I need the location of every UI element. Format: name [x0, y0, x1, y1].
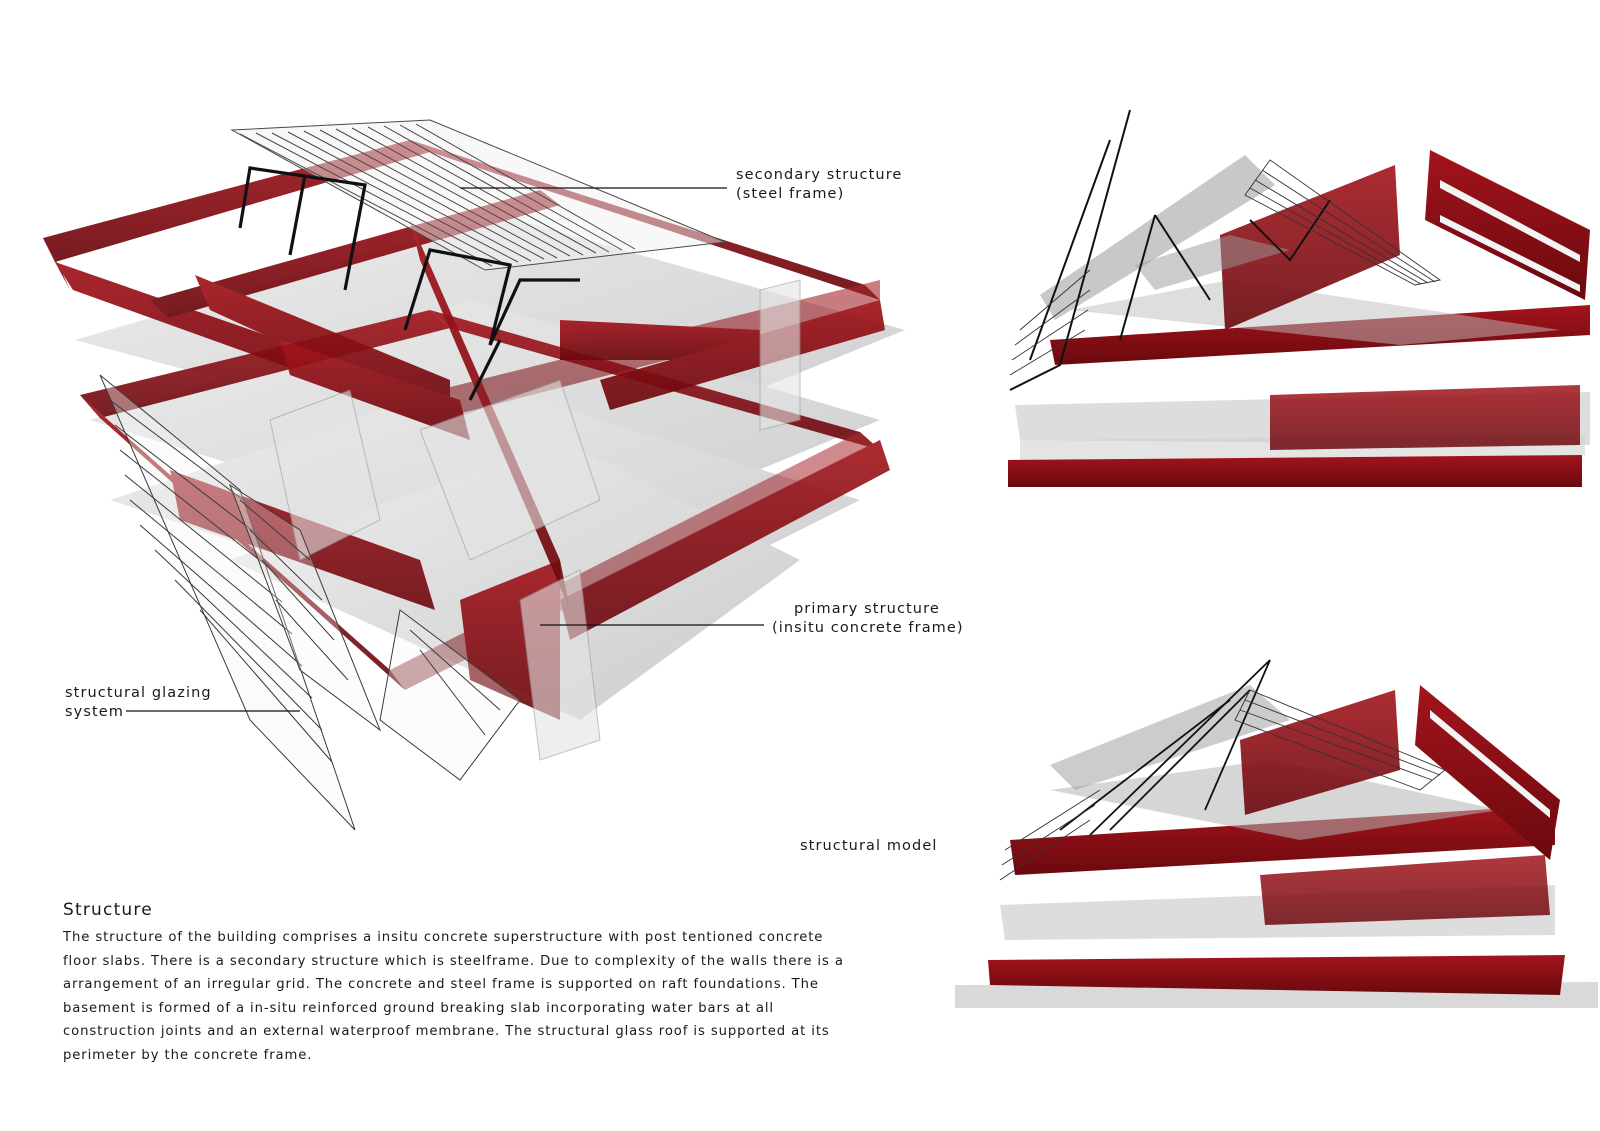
secondary-structure-label-line1: secondary structure [736, 167, 903, 183]
structural-model-label: structural model [800, 838, 938, 854]
structural-glazing-system [99, 374, 521, 831]
secondary-structure-label: secondary structure (steel frame) [736, 166, 902, 204]
lower-concrete-frame [80, 310, 890, 720]
structure-body: The structure of the building comprises … [63, 930, 844, 1063]
steel-columns [238, 166, 580, 401]
structural-glazing-label-line2: system [65, 704, 125, 720]
primary-structure-label-line2: (insitu concrete frame) [772, 620, 964, 636]
structural-glazing-label: structural glazing system [65, 684, 212, 722]
main-axonometric [43, 119, 905, 831]
view-upward [1008, 109, 1590, 487]
roof-steel-grid [230, 119, 727, 271]
glass-walls [269, 279, 801, 761]
leader-lines [126, 187, 764, 712]
primary-structure-label-line1: primary structure [794, 601, 940, 617]
secondary-structure-label-line2: (steel frame) [736, 186, 845, 202]
structure-title: Structure [63, 900, 153, 920]
structural-glazing-label-line1: structural glazing [65, 685, 212, 701]
structure-description: Structure The structure of the building … [63, 900, 863, 1068]
primary-structure-label: primary structure (insitu concrete frame… [772, 600, 964, 638]
view-perspective [955, 659, 1598, 1008]
